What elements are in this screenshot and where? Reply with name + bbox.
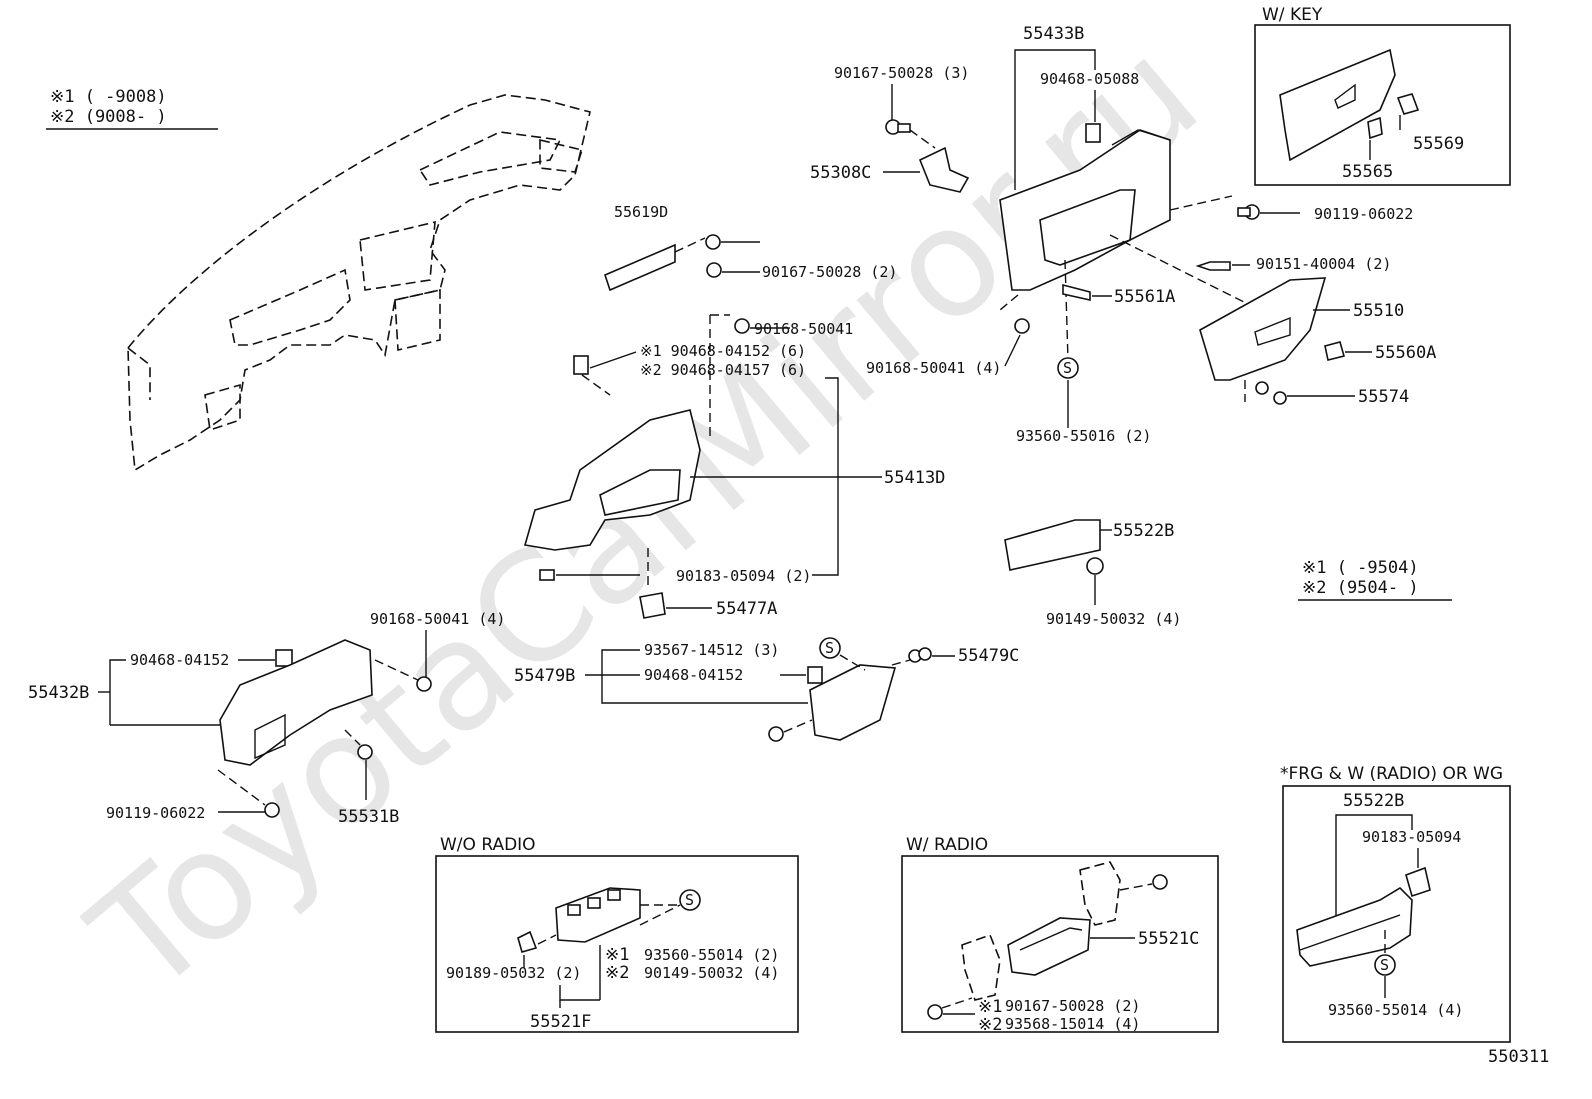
- panel-frg: *FRG & W (RADIO) OR WG 55522B 90183-0509…: [1280, 764, 1511, 1043]
- label-90149-50032-4b: 90149-50032 (4): [644, 964, 779, 982]
- label-55565: 55565: [1342, 162, 1393, 182]
- part-55619D: 55619D 90167-50028 (2): [604, 203, 897, 292]
- label-93560-55014-4: 93560-55014 (4): [1328, 1001, 1463, 1019]
- part-55308C: 90167-50028 (3) 55308C: [810, 64, 969, 193]
- panel-w-radio: W/ RADIO 55521C ※1 ※2 90167-50028 (2) 93…: [901, 835, 1219, 1035]
- label-55308C: 55308C: [810, 163, 871, 183]
- note-right-row2: ※2 (9504- ): [1302, 578, 1419, 598]
- label-90167-50028-3: 90167-50028 (3): [834, 64, 969, 82]
- label-55510: 55510: [1353, 301, 1404, 321]
- panel-w-radio-title: W/ RADIO: [906, 835, 988, 855]
- label-55569: 55569: [1413, 134, 1464, 154]
- part-55432B: 90168-50041 (4) 90468-04152 55432B 90119…: [28, 610, 505, 827]
- note-left-row2: ※2 (9008- ): [50, 107, 167, 127]
- mark-2-b: ※2: [978, 1015, 1002, 1035]
- part-55413D: 90168-50041 ※1 90468-04152 (6) ※2 90468-…: [523, 314, 945, 619]
- panel-frg-title: *FRG & W (RADIO) OR WG: [1280, 764, 1503, 784]
- s-mark-4: S: [1380, 956, 1389, 974]
- label-90468-04152-6: ※1 90468-04152 (6): [640, 342, 806, 360]
- label-93560-55014-2: 93560-55014 (2): [644, 946, 779, 964]
- label-90119-06022-r: 90119-06022: [1314, 205, 1413, 223]
- label-55432B: 55432B: [28, 683, 89, 703]
- part-55522B: 55522B 90149-50032 (4): [1004, 519, 1181, 628]
- s-mark-3: S: [685, 891, 694, 909]
- label-90468-04152-left: 90468-04152: [130, 651, 229, 669]
- mark-2-a: ※2: [605, 963, 629, 983]
- label-55479B: 55479B: [514, 666, 575, 686]
- label-90167-50028-2b: 90167-50028 (2): [1005, 997, 1140, 1015]
- note-right: ※1 ( -9504) ※2 (9504- ): [1298, 558, 1452, 601]
- label-90167-50028-2: 90167-50028 (2): [762, 263, 897, 281]
- label-55522B: 55522B: [1113, 521, 1174, 541]
- mark-1-a: ※1: [605, 945, 629, 965]
- label-90168-50041-top: 90168-50041: [754, 320, 853, 338]
- label-55574: 55574: [1358, 387, 1409, 407]
- label-93567-14512: 93567-14512 (3): [644, 641, 779, 659]
- label-93560-55016: 93560-55016 (2): [1016, 427, 1151, 445]
- label-55619D: 55619D: [614, 203, 668, 221]
- panel-w-key: W/ KEY 55569 55565: [1254, 5, 1511, 186]
- s-mark-1: S: [1063, 359, 1072, 377]
- label-90119-06022-left: 90119-06022: [106, 804, 205, 822]
- label-55413D: 55413D: [884, 468, 945, 488]
- label-55521F: 55521F: [530, 1012, 591, 1032]
- label-90183-05094-2: 90183-05094 (2): [676, 567, 811, 585]
- label-90189-05032: 90189-05032 (2): [446, 964, 581, 982]
- label-55531B: 55531B: [338, 807, 399, 827]
- label-90183-05094: 90183-05094: [1362, 828, 1461, 846]
- label-55522B-frg: 55522B: [1343, 791, 1404, 811]
- label-55479C: 55479C: [958, 646, 1019, 666]
- label-90151-40004: 90151-40004 (2): [1256, 255, 1391, 273]
- label-90168-50041-4-left: 90168-50041 (4): [370, 610, 505, 628]
- label-90468-05088: 90468-05088: [1040, 70, 1139, 88]
- s-mark-2: S: [825, 639, 834, 657]
- label-55477A: 55477A: [716, 599, 777, 619]
- note-left: ※1 ( -9008) ※2 (9008- ): [46, 87, 218, 130]
- label-90468-04152-mid: 90468-04152: [644, 666, 743, 684]
- label-55433B: 55433B: [1023, 24, 1084, 44]
- panel-wo-radio: W/O RADIO S 93560-55014 (2) 90149-50032 …: [435, 835, 799, 1033]
- label-55521C: 55521C: [1138, 929, 1199, 949]
- part-55510-group: 90119-06022 90151-40004 (2) 55510 55560A…: [866, 204, 1436, 445]
- note-left-row1: ※1 ( -9008): [50, 87, 167, 107]
- part-55433B: 55433B 90468-05088: [999, 24, 1261, 361]
- label-93568-15014: 93568-15014 (4): [1005, 1015, 1140, 1033]
- note-right-row1: ※1 ( -9504): [1302, 558, 1419, 578]
- label-55560A: 55560A: [1375, 343, 1436, 363]
- watermark: ToyotaCarMirror.ru: [61, 7, 1231, 1028]
- part-55479B: 93567-14512 (3) 55479B 90468-04152 S 554…: [514, 637, 1019, 742]
- label-90168-50041-4-right: 90168-50041 (4): [866, 359, 1001, 377]
- panel-w-key-title: W/ KEY: [1262, 5, 1323, 25]
- diagram-id: 550311: [1488, 1047, 1549, 1067]
- label-55561A: 55561A: [1114, 287, 1175, 307]
- mark-1-b: ※1: [978, 997, 1002, 1017]
- dashboard-outline: [127, 94, 591, 472]
- label-90149-50032-4: 90149-50032 (4): [1046, 610, 1181, 628]
- label-90468-04157-6: ※2 90468-04157 (6): [640, 361, 806, 379]
- panel-wo-radio-title: W/O RADIO: [440, 835, 536, 855]
